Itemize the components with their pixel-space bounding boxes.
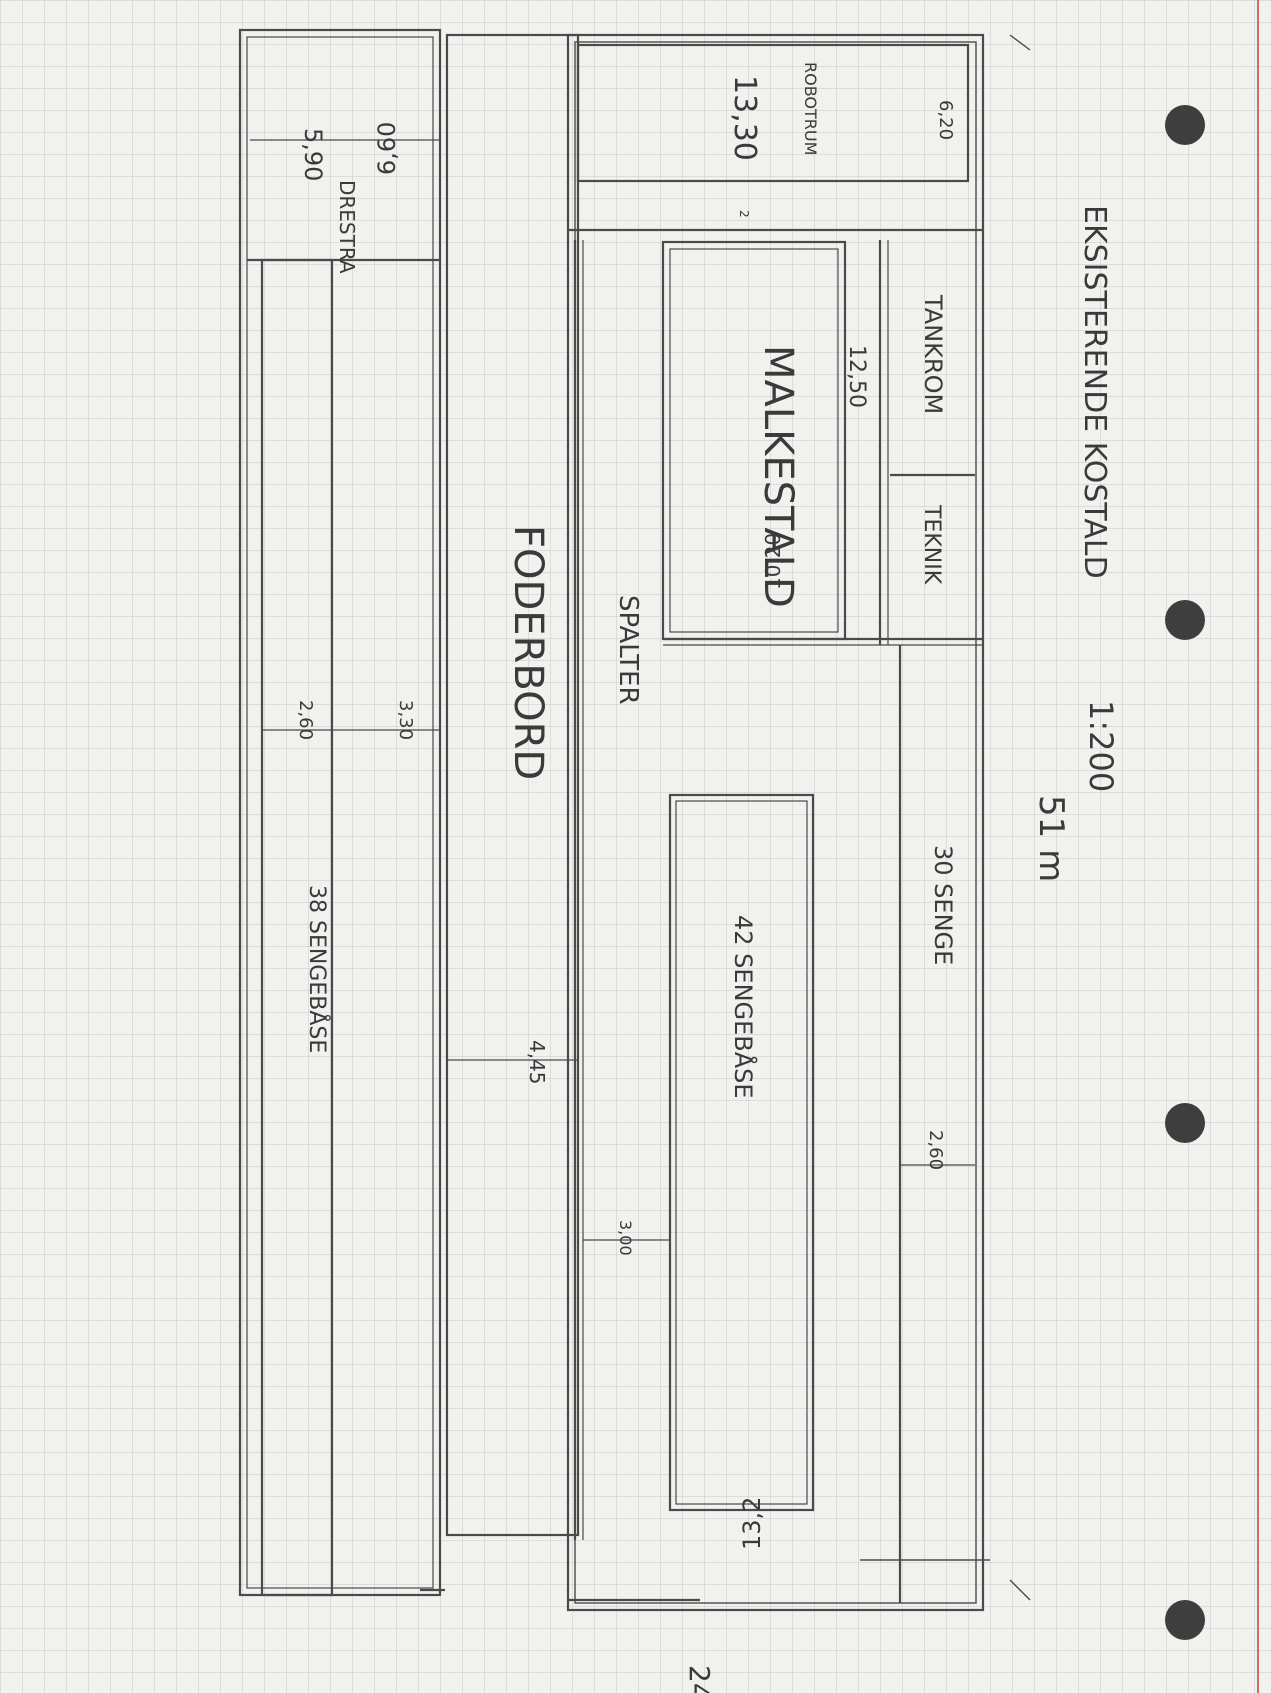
feed-table-dim-a: 3,30 [395,700,416,740]
technic-label: TEKNIK [919,504,944,585]
milking-parlor-dim-width: 10,20 [761,533,785,590]
robot-room-dim-main: 13,30 [727,75,762,161]
punch-hole [1165,105,1205,145]
left-block-inner [246,36,434,1589]
pen-dim-b: 5,90 [299,128,327,181]
total-width-label: 24m [683,1665,716,1693]
cows-30-dim-width: 2,60 [925,1130,946,1170]
scraper-dim-end: 13,2 [738,1497,766,1550]
cubicles-42-inner [675,800,808,1505]
cows-30-label: 30 SENGE [929,845,957,965]
punch-hole [1165,1103,1205,1143]
milking-parlor-dim-length: 12,50 [844,345,869,408]
tank-room-label: TANKROM [919,294,947,414]
building-outline [566,33,985,1612]
robot-room-dim-gap: 2 [737,210,751,218]
dimension-line [1009,1579,1031,1601]
scraper-label: SPALTER [613,595,643,705]
feed-table-outline [445,33,580,1537]
scraper-dim-width: 3,00 [616,1220,635,1256]
cubicles-38-label: 38 SENGEBÅSE [304,885,331,1053]
robot-room-dim-side: 6,20 [935,100,956,140]
feed-table-dim-width: 4,45 [525,1040,549,1085]
cubicles-38-dim-width: 2,60 [295,700,316,740]
pen-label: DRESTRA [335,180,359,274]
sheet-title: EKSISTERENDE KOSTALD [1077,205,1112,579]
feed-table-label: FODERBORD [505,525,551,780]
pen-dim-a: 6,60 [373,122,401,175]
cubicles-42-outline [668,793,815,1512]
total-length-label: 51 m [1031,795,1071,882]
milking-parlor-inner [669,248,839,633]
dimension-line [1009,34,1031,51]
scale-label: 1:200 [1082,700,1120,792]
cubicles-38-outline [260,258,334,1597]
cubicles-42-label: 42 SENGEBÅSE [729,915,758,1099]
left-block-outline [238,28,442,1597]
milking-parlor-label: MALKESTALD [755,345,801,608]
punch-hole [1165,600,1205,640]
robot-room-label: ROBOTRUM [801,62,820,155]
punch-hole [1165,1600,1205,1640]
